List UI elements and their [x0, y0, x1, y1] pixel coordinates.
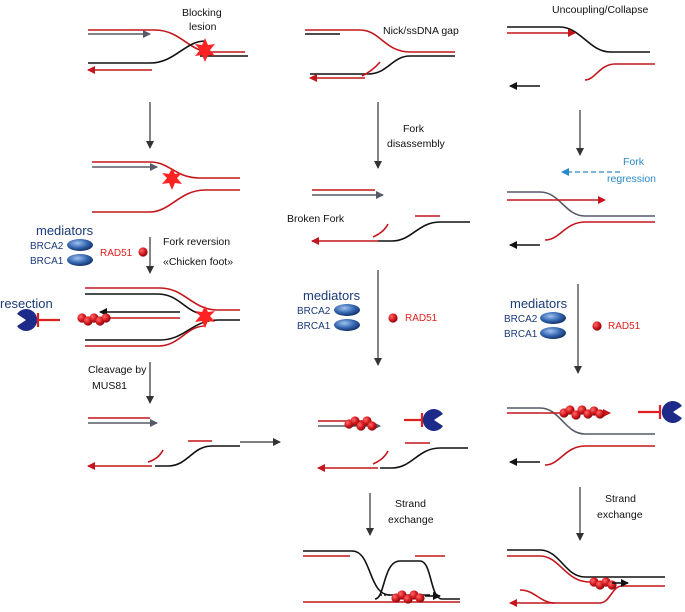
strand-exchange-label-2: exchange [597, 509, 643, 521]
cleavage-label-1: Cleavage by [88, 364, 147, 376]
cleavage-label-2: MUS81 [92, 380, 127, 392]
panel-filament-3 [507, 401, 682, 466]
brca-oval-icon [334, 304, 360, 316]
fork-disassembly-label-1: Fork [403, 123, 425, 135]
panel-filament-2 [317, 409, 468, 472]
brca2-label: BRCA2 [504, 314, 538, 325]
resection-label: resection [0, 296, 53, 311]
rad51-bead-icon [388, 313, 398, 323]
rad51-label: RAD51 [405, 313, 438, 324]
broken-fork-label: Broken Fork [287, 213, 345, 225]
panel-blocking-lesion: Blocking lesion [87, 7, 248, 74]
brca-oval-icon [540, 327, 566, 339]
panel-broken-fork-1 [87, 417, 240, 470]
rad51-filament [344, 416, 377, 431]
brca2-label: BRCA2 [30, 241, 64, 252]
lesion-star-icon [195, 38, 215, 62]
brca-oval-icon [67, 239, 93, 251]
mediators-group-3: mediators BRCA2 BRCA1 RAD51 [504, 296, 641, 340]
uncoupling-label: Uncoupling/Collapse [552, 4, 648, 16]
panel-stalled-fork [92, 161, 240, 213]
fork-reversion-label-2: «Chicken foot» [163, 256, 233, 268]
rad51-bead-icon [138, 247, 148, 257]
lesion-star-icon [195, 306, 215, 328]
fork-regression-label-2: regression [607, 173, 656, 185]
mediators-label: mediators [510, 296, 568, 311]
strand-exchange-label-1: Strand [395, 498, 426, 510]
strand-exchange-label-2: exchange [388, 514, 434, 526]
blocking-lesion-label-1: Blocking [182, 7, 222, 19]
rad51-filament [77, 313, 111, 326]
panel-strand-exchange-3 [507, 549, 665, 607]
rad51-label: RAD51 [100, 248, 133, 259]
rad51-label: RAD51 [608, 321, 641, 332]
fork-reversion-label-1: Fork reversion [163, 236, 230, 248]
nuclease-pacman-icon [17, 309, 38, 331]
mediators-group-1: mediators BRCA2 BRCA1 RAD51 [30, 223, 148, 267]
panel-nick-gap: Nick/ssDNA gap [305, 25, 459, 82]
rad51-filament [559, 405, 605, 420]
rad51-filament [391, 590, 425, 604]
nuclease-pacman-icon [422, 409, 443, 431]
lesion-star-icon [162, 168, 182, 190]
panel-broken-fork-2: Broken Fork [287, 189, 470, 245]
mediators-group-2: mediators BRCA2 BRCA1 RAD51 [297, 288, 438, 332]
fork-regression-label-1: Fork [623, 156, 645, 168]
mediators-label: mediators [303, 288, 361, 303]
brca1-label: BRCA1 [297, 321, 331, 332]
brca1-label: BRCA1 [30, 256, 64, 267]
resection-group-1: resection [0, 296, 60, 331]
panel-regressed-fork [507, 191, 655, 249]
mediators-label: mediators [36, 223, 94, 238]
brca-oval-icon [67, 254, 93, 266]
panel-strand-exchange-2 [303, 550, 460, 604]
nick-gap-label: Nick/ssDNA gap [383, 25, 459, 37]
brca-oval-icon [540, 312, 566, 324]
fork-disassembly-label-2: disassembly [387, 138, 446, 150]
panel-uncoupling: Uncoupling/Collapse [507, 4, 655, 90]
blocking-lesion-label-2: lesion [189, 21, 217, 33]
brca-oval-icon [334, 319, 360, 331]
panel-chicken-foot [77, 287, 240, 347]
nuclease-pacman-icon [661, 401, 682, 423]
rad51-bead-icon [592, 321, 602, 331]
brca2-label: BRCA2 [297, 306, 331, 317]
strand-exchange-label-1: Strand [605, 493, 636, 505]
brca1-label: BRCA1 [504, 329, 538, 340]
